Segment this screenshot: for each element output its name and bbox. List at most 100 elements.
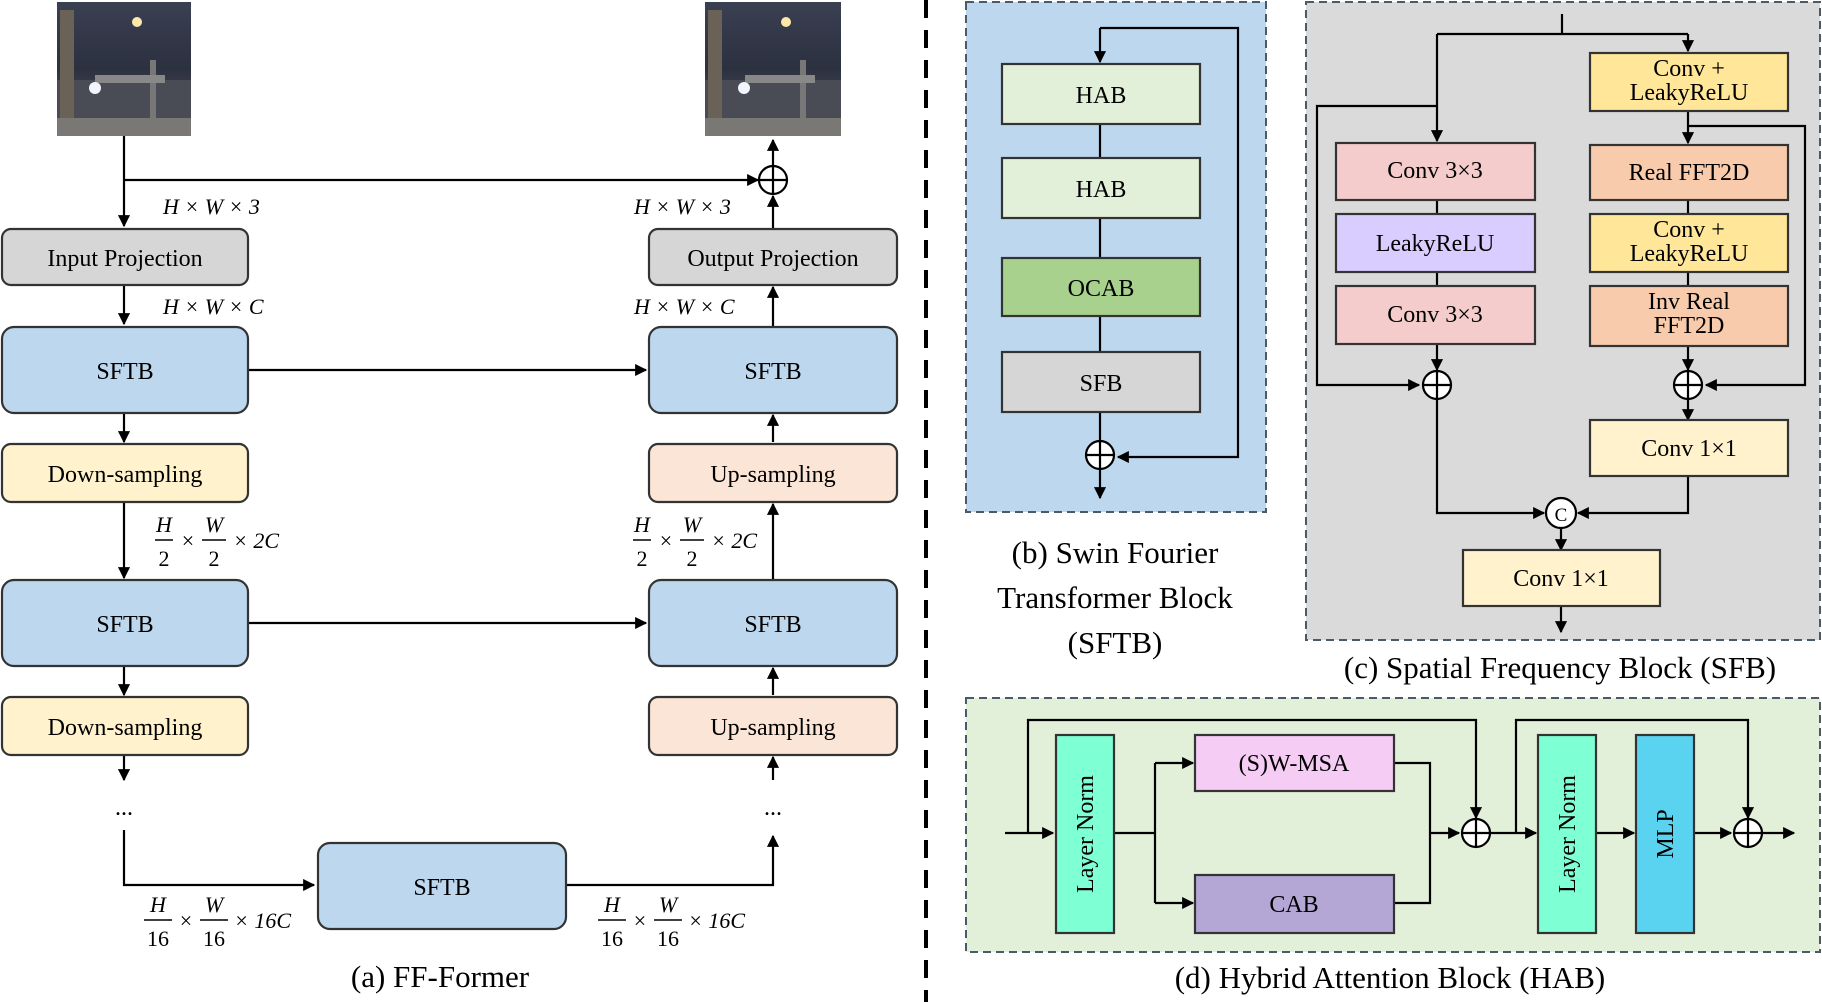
caption-b-line2: Transformer Block — [997, 580, 1233, 615]
input-night-image — [57, 2, 191, 136]
svg-text:×: × — [180, 908, 192, 933]
panel-d-hab: Layer Norm (S)W-MSA CAB Layer Norm MLP (… — [965, 697, 1821, 995]
up-sampling-label: Up-sampling — [710, 715, 835, 741]
svg-text:H: H — [149, 892, 167, 917]
conv-leakyrelu-line1: Conv + — [1653, 56, 1725, 82]
svg-text:×: × — [634, 908, 646, 933]
conv-leakyrelu-line2: LeakyReLU — [1630, 80, 1749, 106]
conv3x3-block-1 — [1334, 141, 1537, 202]
svg-text:2: 2 — [209, 546, 220, 571]
conv1x1-label: Conv 1×1 — [1641, 436, 1737, 462]
dim-half-right: H 2 × W 2 × 2C — [633, 512, 757, 571]
dim-half-left: H 2 × W 2 × 2C — [155, 512, 279, 571]
inv-real-fft2d-block — [1588, 284, 1790, 348]
leakyrelu-label: LeakyReLU — [1376, 231, 1495, 257]
svg-text:W: W — [659, 892, 679, 917]
up-sampling-block-2 — [647, 695, 899, 757]
svg-text:× 2C: × 2C — [711, 528, 757, 553]
dim-hwc-left: H × W × C — [162, 294, 264, 319]
conv1x1-label: Conv 1×1 — [1513, 566, 1609, 592]
residual-left-c — [1315, 104, 1437, 392]
svg-text:16: 16 — [147, 926, 169, 951]
layer-norm-block-2 — [1536, 733, 1598, 935]
residual-line-b — [1100, 26, 1240, 464]
svg-text:2: 2 — [159, 546, 170, 571]
down-sampling-block-1 — [0, 442, 250, 504]
panel-c-sfb: C Conv 3×3 LeakyReLU Conv 3×3 Conv + Lea… — [1305, 1, 1821, 685]
caption-b-line1: (b) Swin Fourier — [1012, 535, 1219, 570]
hab-block-2 — [1000, 156, 1202, 220]
output-projection-block — [647, 227, 899, 287]
sftb-block-enc1 — [0, 325, 250, 415]
dim-hwc-right: H × W × C — [633, 294, 735, 319]
svg-text:H: H — [603, 892, 621, 917]
input-projection-label: Input Projection — [47, 246, 202, 272]
dim-hw3-left: H × W × 3 — [162, 194, 260, 219]
ocab-block — [1000, 256, 1202, 318]
arrow-from-bottleneck — [566, 834, 780, 887]
sftb-label: SFTB — [744, 359, 801, 385]
sftb-block-dec1 — [647, 325, 899, 415]
real-fft2d-label: Real FFT2D — [1629, 160, 1750, 186]
conv1x1-block-right — [1588, 418, 1790, 478]
dim-hw3-right: H × W × 3 — [633, 194, 731, 219]
svg-text:16: 16 — [601, 926, 623, 951]
conv3x3-label: Conv 3×3 — [1387, 158, 1483, 184]
hab-residual-1 — [1026, 718, 1483, 833]
sftb-label: SFTB — [413, 875, 470, 901]
panel-a-ff-former: Input Projection SFTB Down-sampling SFTB… — [0, 2, 899, 994]
conv-leakyrelu-line1: Conv + — [1653, 217, 1725, 243]
output-projection-label: Output Projection — [687, 246, 858, 272]
ellipsis-left: ... — [115, 795, 133, 821]
conv3x3-block-2 — [1334, 284, 1537, 346]
conv-leakyrelu-block-2 — [1588, 212, 1790, 274]
wmsa-label: (S)W-MSA — [1239, 751, 1350, 777]
svg-text:×: × — [182, 528, 194, 553]
ellipsis-right: ... — [764, 795, 782, 821]
mlp-label: MLP — [1653, 809, 1679, 858]
hab-label: HAB — [1076, 83, 1127, 109]
svg-text:× 2C: × 2C — [233, 528, 279, 553]
svg-text:W: W — [205, 512, 225, 537]
sftb-block-enc2 — [0, 578, 250, 668]
svg-text:W: W — [205, 892, 225, 917]
inv-fft-line1: Inv Real — [1648, 289, 1730, 315]
input-projection-block — [0, 227, 250, 287]
conv1x1-block-bottom — [1461, 548, 1662, 608]
mlp-block — [1634, 733, 1696, 935]
sftb-block-dec2 — [647, 578, 899, 668]
svg-text:2: 2 — [687, 546, 698, 571]
inv-fft-line2: FFT2D — [1654, 313, 1725, 339]
caption-c: (c) Spatial Frequency Block (SFB) — [1344, 650, 1776, 685]
sftb-label: SFTB — [96, 612, 153, 638]
svg-text:×: × — [660, 528, 672, 553]
caption-d: (d) Hybrid Attention Block (HAB) — [1175, 960, 1606, 995]
up-sampling-block-1 — [647, 442, 899, 504]
conv3x3-label: Conv 3×3 — [1387, 302, 1483, 328]
sfb-label: SFB — [1080, 371, 1123, 397]
leakyrelu-block — [1334, 212, 1537, 274]
ocab-label: OCAB — [1068, 276, 1135, 302]
hab-label: HAB — [1076, 177, 1127, 203]
sftb-label: SFTB — [96, 359, 153, 385]
panel-b-sftb: HAB HAB OCAB SFB (b) Swin Fourier Transf… — [965, 1, 1267, 660]
svg-text:H: H — [633, 512, 651, 537]
down-sampling-block-2 — [0, 695, 250, 757]
svg-text:16: 16 — [203, 926, 225, 951]
dim-16-left: H 16 × W 16 × 16C — [144, 892, 291, 951]
hab-block-1 — [1000, 62, 1202, 126]
real-fft2d-block — [1588, 143, 1790, 202]
caption-a: (a) FF-Former — [351, 959, 530, 994]
svg-text:2: 2 — [637, 546, 648, 571]
output-night-image — [705, 2, 841, 136]
svg-text:H: H — [155, 512, 173, 537]
down-sampling-label: Down-sampling — [48, 715, 203, 741]
layer-norm-label: Layer Norm — [1555, 775, 1581, 893]
svg-text:× 16C: × 16C — [688, 908, 745, 933]
svg-text:× 16C: × 16C — [234, 908, 291, 933]
conv-leakyrelu-line2: LeakyReLU — [1630, 241, 1749, 267]
cab-label: CAB — [1269, 892, 1318, 918]
svg-text:16: 16 — [657, 926, 679, 951]
up-sampling-label: Up-sampling — [710, 462, 835, 488]
